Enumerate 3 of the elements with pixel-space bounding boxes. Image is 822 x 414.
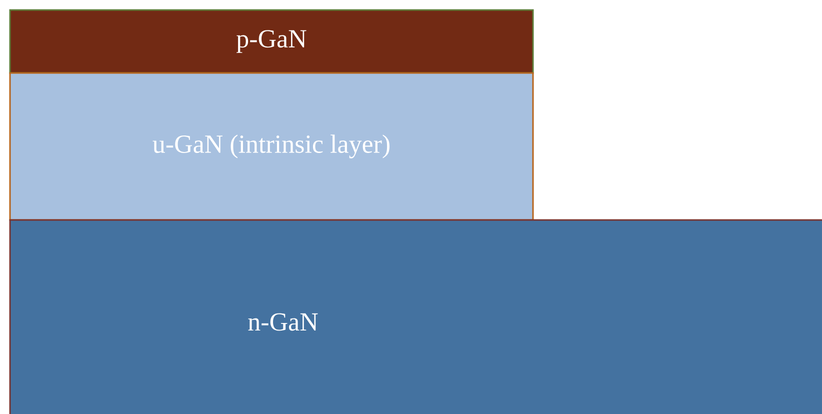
layer-band: p-GaN <box>9 9 534 74</box>
layer-band: n-GaN <box>9 219 822 414</box>
layer-band: u-GaN (intrinsic layer) <box>9 72 534 221</box>
